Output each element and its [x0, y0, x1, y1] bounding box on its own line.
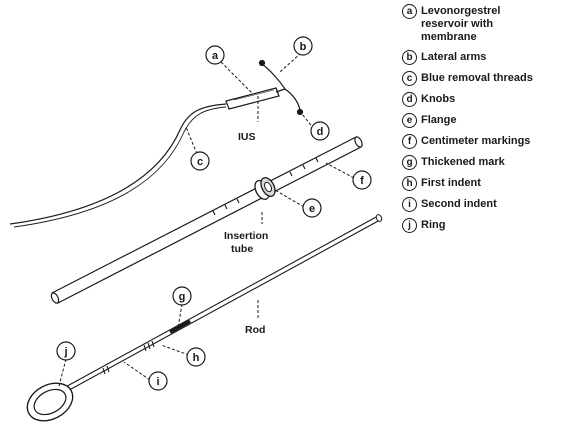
- rod: [26, 214, 383, 422]
- svg-text:b: b: [300, 41, 307, 53]
- lateral-arm-lower: [284, 88, 301, 111]
- legend-item-j: j Ring: [402, 218, 574, 233]
- knob-upper: [258, 59, 266, 67]
- svg-text:c: c: [197, 156, 203, 168]
- legend-badge: b: [402, 50, 417, 65]
- legend-text: Second indent: [421, 198, 497, 210]
- callout-d: d: [310, 121, 330, 141]
- callout-c: c: [190, 151, 210, 171]
- callout-i: i: [148, 371, 168, 391]
- legend-item-d: d Knobs: [402, 92, 574, 107]
- svg-text:f: f: [360, 175, 364, 187]
- legend-item-g: g Thickened mark: [402, 155, 574, 170]
- legend-item-c: c Blue removal threads: [402, 71, 574, 86]
- legend-item-e: e Flange: [402, 113, 574, 128]
- reservoir-body: [225, 87, 280, 110]
- legend-text: Lateral arms: [421, 51, 487, 63]
- second-indent: [102, 365, 110, 375]
- svg-text:h: h: [193, 352, 200, 364]
- insertion-tube: [50, 136, 363, 304]
- callouts: a b c d e f g h: [56, 36, 372, 391]
- svg-text:g: g: [179, 291, 186, 303]
- legend-item-b: b Lateral arms: [402, 50, 574, 65]
- removal-threads: [9, 103, 227, 225]
- legend-item-h: h First indent: [402, 176, 574, 191]
- knob-lower: [296, 108, 304, 116]
- svg-text:i: i: [156, 376, 159, 388]
- legend-badge: h: [402, 176, 417, 191]
- legend-badge: d: [402, 92, 417, 107]
- svg-text:j: j: [63, 346, 67, 358]
- insertion-tube-label: Insertion tube: [224, 230, 271, 255]
- ius-device: [9, 59, 304, 228]
- callout-g: g: [172, 286, 192, 306]
- thickened-mark: [169, 319, 191, 334]
- legend-badge: f: [402, 134, 417, 149]
- centimeter-markings: [212, 157, 319, 216]
- legend-text: Knobs: [421, 93, 456, 105]
- flange: [254, 177, 276, 200]
- legend-badge: a: [402, 4, 417, 19]
- callout-e: e: [302, 198, 322, 218]
- legend-badge: g: [402, 155, 417, 170]
- legend-item-f: f Centimeter markings: [402, 134, 574, 149]
- legend-text: Blue removal threads: [421, 72, 533, 84]
- legend-item-i: i Second indent: [402, 197, 574, 212]
- svg-text:d: d: [317, 126, 324, 138]
- callout-j: j: [56, 341, 76, 361]
- legend-text: Ring: [421, 219, 446, 231]
- legend-text: First indent: [421, 177, 481, 189]
- ring: [26, 382, 74, 422]
- lateral-arm-upper: [261, 63, 286, 90]
- leader-lines: [58, 52, 355, 387]
- legend-text: Levonorgestrel reservoir with membrane: [421, 5, 501, 43]
- first-indent: [143, 340, 155, 352]
- legend-item-a: a Levonorgestrel reservoir with membrane: [402, 4, 574, 44]
- legend-badge: e: [402, 113, 417, 128]
- legend-text: Thickened mark: [421, 156, 505, 168]
- legend-text: Flange: [421, 114, 457, 126]
- callout-a: a: [205, 45, 225, 65]
- legend-badge: j: [402, 218, 417, 233]
- legend-text: Centimeter markings: [421, 135, 531, 147]
- callout-b: b: [293, 36, 313, 56]
- ius-label: IUS: [238, 131, 256, 143]
- legend: a Levonorgestrel reservoir with membrane b…: [402, 4, 574, 239]
- legend-badge: c: [402, 71, 417, 86]
- svg-text:e: e: [309, 203, 315, 215]
- svg-text:a: a: [212, 50, 219, 62]
- callout-h: h: [186, 347, 206, 367]
- rod-label: Rod: [245, 324, 265, 336]
- legend-badge: i: [402, 197, 417, 212]
- callout-f: f: [352, 170, 372, 190]
